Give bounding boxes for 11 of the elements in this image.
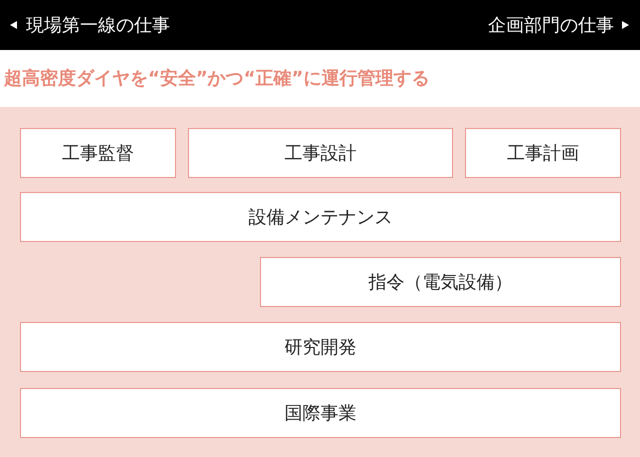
section-label: 現場第一線の仕事 — [26, 14, 170, 37]
subtitle: 超高密度ダイヤを“安全”かつ“正確”に運行管理する — [4, 67, 430, 90]
role-box: 工事監督 — [20, 128, 176, 178]
role-box: 工事設計 — [188, 128, 453, 178]
role-box: 研究開発 — [20, 322, 621, 372]
section-label: 企画部門の仕事 — [488, 14, 614, 37]
role-box: 設備メンテナンス — [20, 192, 621, 242]
role-box: 指令（電気設備） — [260, 257, 621, 307]
panel-background — [0, 107, 640, 457]
role-box: 国際事業 — [20, 388, 621, 438]
role-box: 工事計画 — [465, 128, 621, 178]
